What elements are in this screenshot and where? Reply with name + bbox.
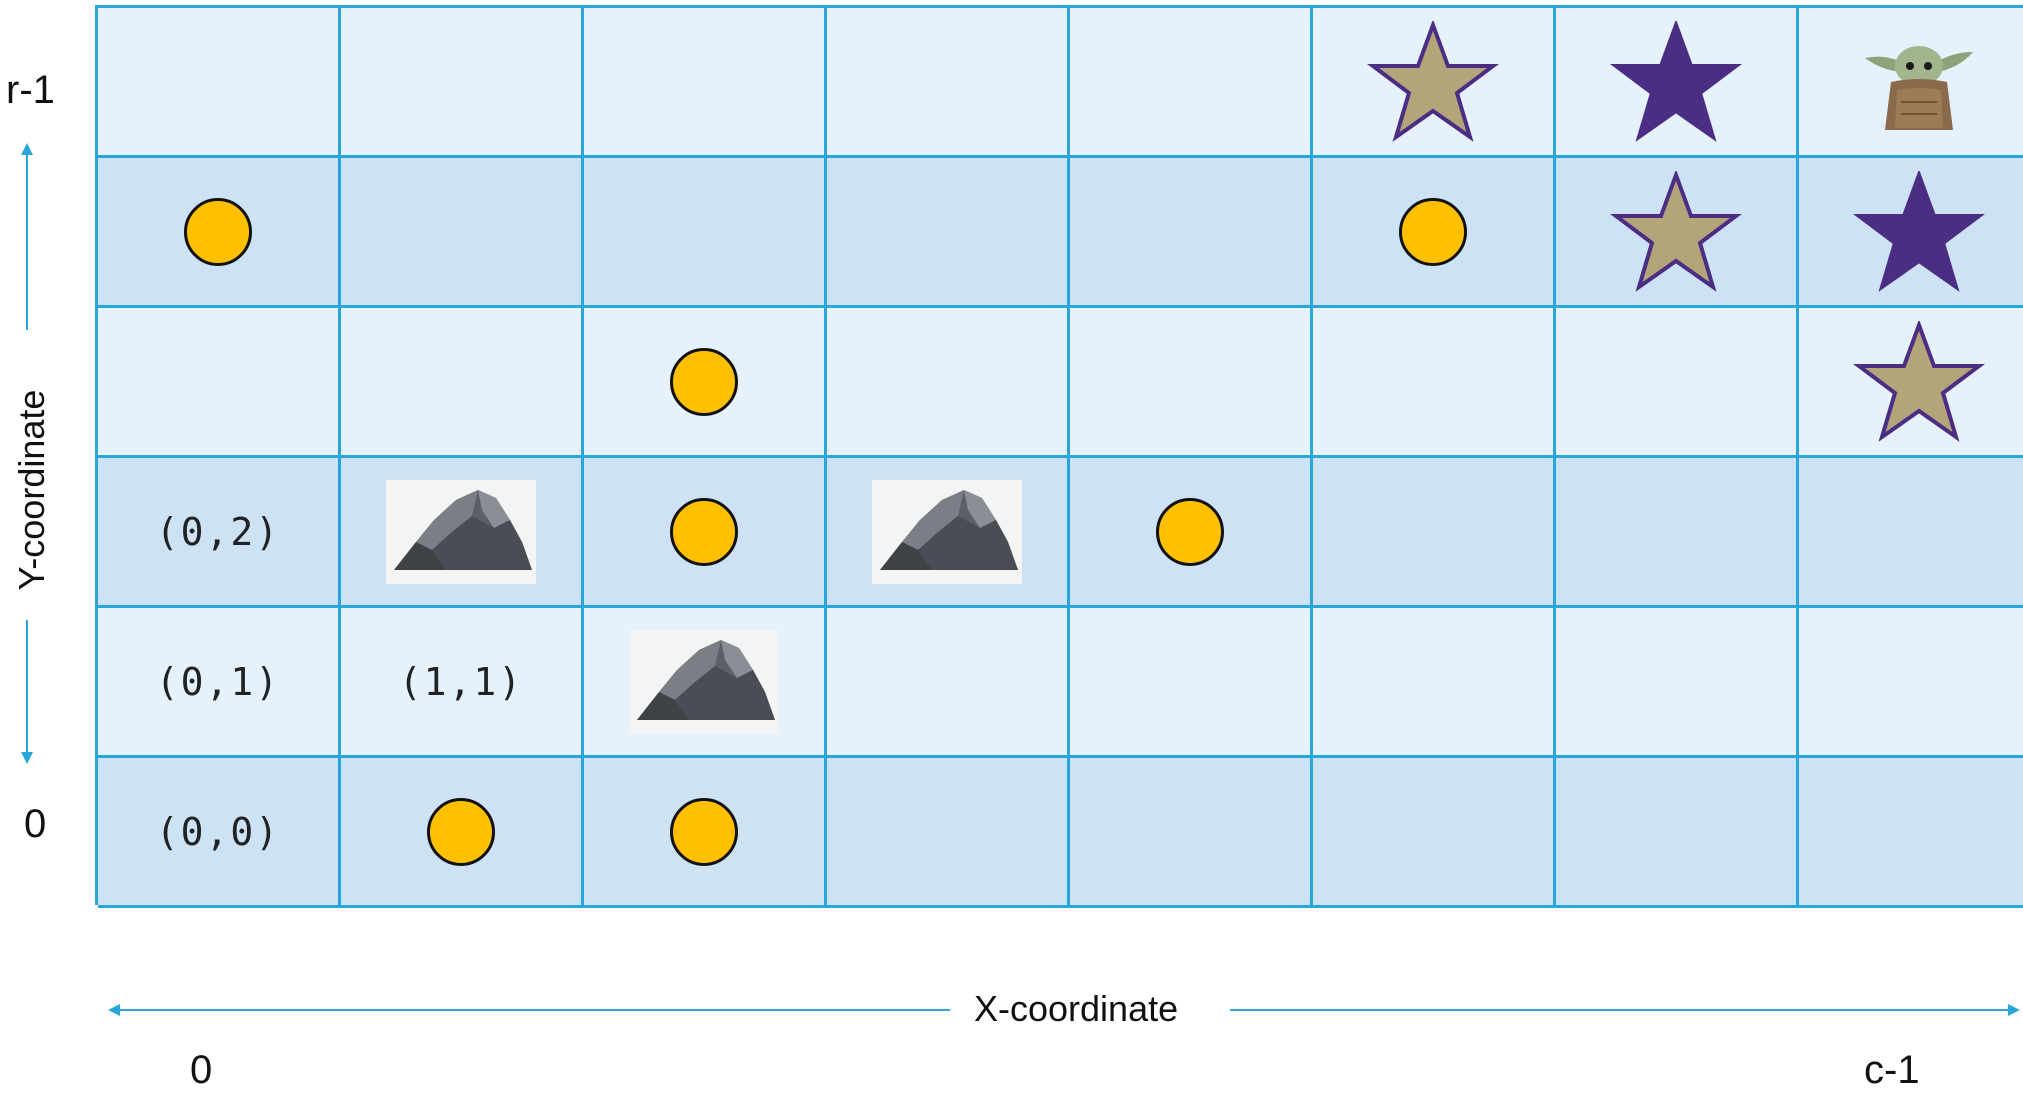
coin-icon bbox=[184, 198, 252, 266]
grid-row-y1: (0,1) (1,1) bbox=[98, 608, 2023, 758]
grid-cell-x4-y2[interactable] bbox=[1070, 458, 1313, 608]
grid-cell-x1-y5[interactable] bbox=[341, 8, 584, 158]
grid-cell-x6-y5[interactable] bbox=[1556, 8, 1799, 158]
grid-row-y3 bbox=[98, 308, 2023, 458]
coin-icon bbox=[670, 798, 738, 866]
grid-cell-x2-y1[interactable] bbox=[584, 608, 827, 758]
grid-cell-x4-y0[interactable] bbox=[1070, 758, 1313, 908]
outline-star-icon bbox=[1610, 171, 1742, 293]
filled-star-icon bbox=[1853, 171, 1985, 293]
grid-cell-x4-y3[interactable] bbox=[1070, 308, 1313, 458]
coin-icon bbox=[1399, 198, 1467, 266]
grid-cell-x5-y4[interactable] bbox=[1313, 158, 1556, 308]
rock-icon bbox=[629, 630, 779, 734]
cell-coordinate-label: (1,1) bbox=[399, 660, 523, 704]
grid-row-y0: (0,0) bbox=[98, 758, 2023, 908]
outline-star-icon bbox=[1853, 321, 1985, 443]
grid-cell-x3-y1[interactable] bbox=[827, 608, 1070, 758]
grid-cell-x3-y0[interactable] bbox=[827, 758, 1070, 908]
rock-icon bbox=[872, 480, 1022, 584]
y-axis-title: Y-coordinate bbox=[11, 380, 53, 601]
grid-cell-x7-y0[interactable] bbox=[1799, 758, 2023, 908]
grid-cell-x6-y2[interactable] bbox=[1556, 458, 1799, 608]
grid-cell-x2-y3[interactable] bbox=[584, 308, 827, 458]
grid-cell-x0-y3[interactable] bbox=[98, 308, 341, 458]
grid-cell-x7-y5[interactable] bbox=[1799, 8, 2023, 158]
grid-cell-x0-y4[interactable] bbox=[98, 158, 341, 308]
coin-icon bbox=[670, 348, 738, 416]
grid-cell-x6-y1[interactable] bbox=[1556, 608, 1799, 758]
grid-cell-x0-y0[interactable]: (0,0) bbox=[98, 758, 341, 908]
grid-cell-x1-y1[interactable]: (1,1) bbox=[341, 608, 584, 758]
filled-star-icon bbox=[1610, 21, 1742, 143]
grid-cell-x7-y4[interactable] bbox=[1799, 158, 2023, 308]
grid-row-y2: (0,2) bbox=[98, 458, 2023, 608]
grid-cell-x1-y0[interactable] bbox=[341, 758, 584, 908]
grid-cell-x0-y5[interactable] bbox=[98, 8, 341, 158]
coin-icon bbox=[427, 798, 495, 866]
grid-cell-x5-y3[interactable] bbox=[1313, 308, 1556, 458]
game-grid: (0,2) (0,1) (1,1) (0,0) bbox=[95, 5, 2023, 905]
grid-cell-x6-y0[interactable] bbox=[1556, 758, 1799, 908]
outline-star-icon bbox=[1367, 21, 1499, 143]
grid-cell-x1-y2[interactable] bbox=[341, 458, 584, 608]
grid-cell-x4-y4[interactable] bbox=[1070, 158, 1313, 308]
y-axis-bottom-label: 0 bbox=[24, 802, 46, 847]
grid-cell-x5-y1[interactable] bbox=[1313, 608, 1556, 758]
grid-cell-x2-y5[interactable] bbox=[584, 8, 827, 158]
grid-row-y5 bbox=[98, 8, 2023, 158]
grid-cell-x7-y1[interactable] bbox=[1799, 608, 2023, 758]
grid-cell-x5-y5[interactable] bbox=[1313, 8, 1556, 158]
grid-cell-x2-y4[interactable] bbox=[584, 158, 827, 308]
grid-cell-x2-y0[interactable] bbox=[584, 758, 827, 908]
grid-cell-x7-y3[interactable] bbox=[1799, 308, 2023, 458]
grid-cell-x6-y4[interactable] bbox=[1556, 158, 1799, 308]
x-axis-title: X-coordinate bbox=[960, 988, 1192, 1030]
grid-cell-x3-y3[interactable] bbox=[827, 308, 1070, 458]
grid-cell-x1-y3[interactable] bbox=[341, 308, 584, 458]
cell-coordinate-label: (0,1) bbox=[156, 660, 280, 704]
grid-cell-x7-y2[interactable] bbox=[1799, 458, 2023, 608]
grid-cell-x4-y1[interactable] bbox=[1070, 608, 1313, 758]
grid-row-y4 bbox=[98, 158, 2023, 308]
grid-cell-x3-y2[interactable] bbox=[827, 458, 1070, 608]
grid-cell-x0-y2[interactable]: (0,2) bbox=[98, 458, 341, 608]
x-axis-left-label: 0 bbox=[190, 1048, 212, 1093]
baby-yoda-icon bbox=[1861, 32, 1977, 132]
grid-cell-x6-y3[interactable] bbox=[1556, 308, 1799, 458]
coin-icon bbox=[1156, 498, 1224, 566]
coin-icon bbox=[670, 498, 738, 566]
grid-cell-x5-y0[interactable] bbox=[1313, 758, 1556, 908]
x-axis-right-label: c-1 bbox=[1864, 1048, 1920, 1093]
grid-cell-x2-y2[interactable] bbox=[584, 458, 827, 608]
y-axis-top-label: r-1 bbox=[6, 68, 55, 113]
grid-cell-x5-y2[interactable] bbox=[1313, 458, 1556, 608]
rock-icon bbox=[386, 480, 536, 584]
grid-cell-x3-y4[interactable] bbox=[827, 158, 1070, 308]
cell-coordinate-label: (0,2) bbox=[156, 510, 280, 554]
grid-cell-x3-y5[interactable] bbox=[827, 8, 1070, 158]
grid-cell-x0-y1[interactable]: (0,1) bbox=[98, 608, 341, 758]
cell-coordinate-label: (0,0) bbox=[156, 810, 280, 854]
grid-cell-x1-y4[interactable] bbox=[341, 158, 584, 308]
grid-cell-x4-y5[interactable] bbox=[1070, 8, 1313, 158]
